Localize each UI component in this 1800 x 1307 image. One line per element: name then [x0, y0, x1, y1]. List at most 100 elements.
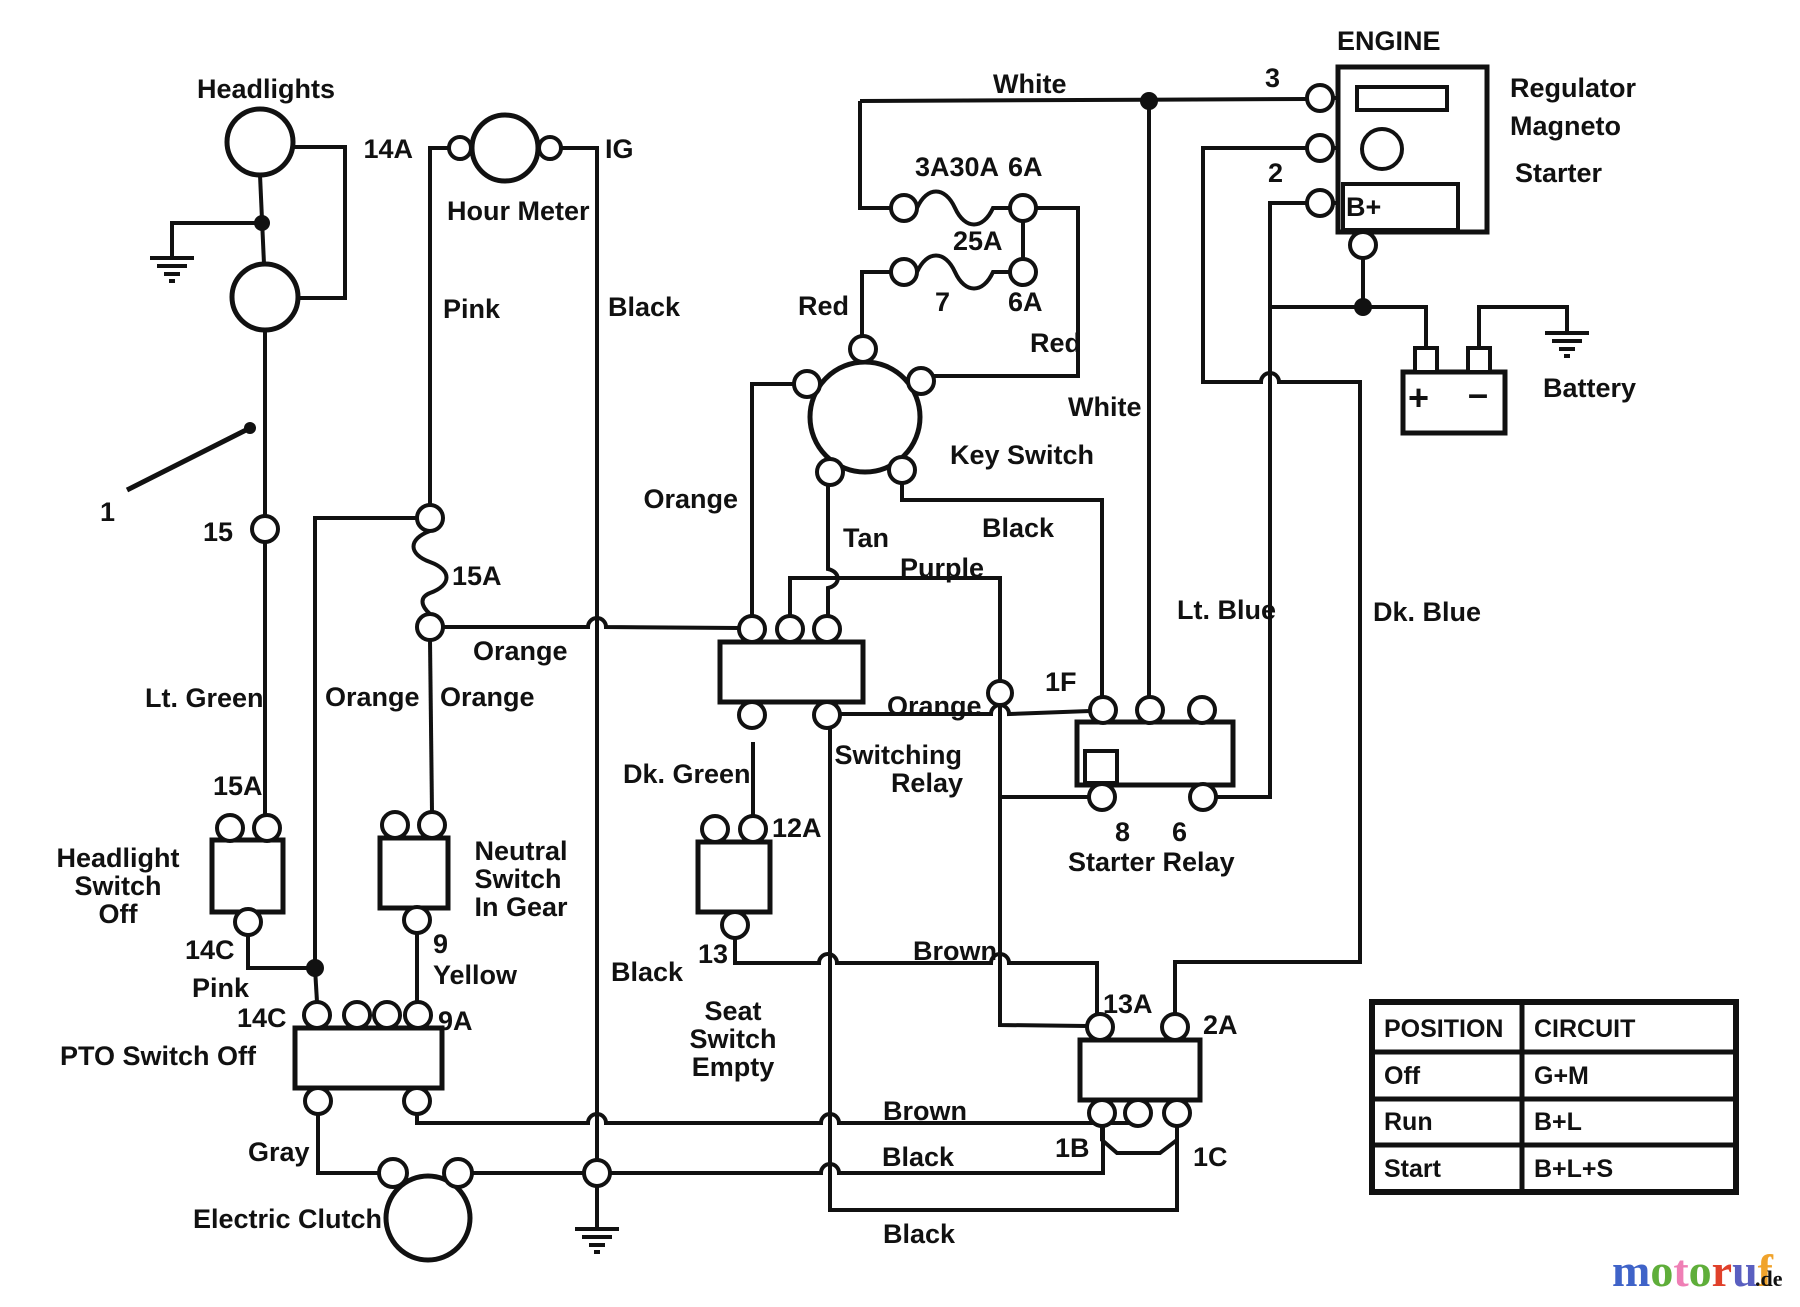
pto-switch-box	[292, 1025, 445, 1091]
bottom-connector-box	[1077, 1037, 1203, 1103]
regulator-box	[1355, 85, 1449, 112]
ground-icon-battery	[1545, 331, 1589, 358]
label-tan: Tan	[843, 523, 889, 553]
terminal-key-lr	[887, 455, 917, 485]
label-hour-meter: Hour Meter	[447, 196, 590, 226]
terminal-pto-bot2	[402, 1086, 432, 1116]
table-cell-bls: B+L+S	[1534, 1155, 1613, 1183]
wire-headlight-ground	[170, 221, 262, 256]
headlight-switch-box	[209, 837, 286, 915]
label-gray: Gray	[248, 1137, 310, 1167]
terminal-ns-left	[380, 810, 410, 840]
table-cell-bl: B+L	[1534, 1108, 1582, 1136]
label-headlight-switch-3: Off	[99, 899, 139, 929]
terminal-hs-left	[215, 813, 245, 843]
label-yellow: Yellow	[433, 960, 518, 990]
starter-box	[1341, 182, 1460, 232]
seat-switch-box	[695, 839, 773, 915]
label-headlight-switch-1: Headlight	[56, 843, 179, 873]
label-3a30a: 3A30A	[915, 152, 999, 182]
label-2a: 2A	[1203, 1010, 1238, 1040]
terminal-seat-bottom	[720, 910, 750, 940]
table-cell-start: Start	[1384, 1155, 1442, 1183]
terminal-swrelay-bot1	[737, 700, 767, 730]
terminal-key-ll	[815, 457, 845, 487]
label-neutral-2: Switch	[474, 864, 561, 894]
battery-post-minus	[1466, 346, 1492, 374]
label-switching-relay-2: Relay	[891, 768, 963, 798]
wire-black-key-to-1f	[900, 483, 1104, 697]
label-14c-hs: 14C	[185, 935, 235, 965]
junction-dots	[254, 92, 1372, 977]
label-headlights: Headlights	[197, 74, 335, 104]
terminal-hm-14a	[447, 135, 473, 161]
wire-tan	[826, 485, 840, 616]
terminal-sr-right	[1187, 695, 1217, 725]
label-14c-pto: 14C	[237, 1003, 287, 1033]
terminal-fuse15a-top	[415, 503, 445, 533]
wire-battery-plus	[1270, 305, 1428, 348]
terminal-key-top	[848, 334, 878, 364]
junction-14c	[306, 959, 324, 977]
magneto-circle	[1360, 127, 1404, 171]
battery-post-plus	[1413, 346, 1439, 374]
label-black-hm: Black	[608, 292, 681, 322]
label-25a: 25A	[953, 226, 1003, 256]
terminal-purple-ring	[986, 679, 1014, 707]
label-bat-minus: –	[1468, 373, 1488, 414]
label-orange-v1: Orange	[325, 682, 420, 712]
wire-white-top	[859, 97, 1308, 103]
label-1c: 1C	[1193, 1142, 1228, 1172]
terminal-seat-right	[738, 814, 768, 844]
label-9: 9	[433, 929, 448, 959]
terminal-seat-left	[700, 814, 730, 844]
label-dk-blue: Dk. Blue	[1373, 597, 1481, 627]
junction-white	[1140, 92, 1158, 110]
terminal-pto-bot1	[303, 1086, 333, 1116]
label-lt-blue: Lt. Blue	[1177, 595, 1276, 625]
terminal-pto-14c	[302, 1000, 332, 1030]
switching-relay-box	[717, 639, 866, 705]
label-black-seat: Black	[611, 957, 684, 987]
wire-headlight-loop	[293, 145, 347, 300]
label-seat-2: Switch	[689, 1024, 776, 1054]
terminal-junction-ring	[582, 1158, 612, 1188]
terminal-swrelay-top3	[812, 614, 842, 644]
table-header-circuit: CIRCUIT	[1534, 1015, 1635, 1043]
pointer-dot	[244, 422, 256, 434]
label-white-mid: White	[1068, 392, 1142, 422]
label-starter-relay: Starter Relay	[1068, 847, 1235, 877]
label-black-mid: Black	[882, 1142, 955, 1172]
wire-black-hourmeter	[561, 146, 599, 1160]
terminal-fuse15a-bottom	[415, 612, 445, 642]
wire-purple-upper	[788, 576, 1002, 681]
wire-dk-blue	[1173, 146, 1362, 1014]
terminal-hm-ig	[537, 135, 563, 161]
wire-gray	[316, 1114, 379, 1175]
wire-orange-key	[750, 382, 794, 616]
terminal-swrelay-bot2	[812, 700, 842, 730]
terminal-conn-1c	[1162, 1098, 1192, 1128]
headlight-lamp-1	[224, 106, 296, 178]
label-orange-v2: Orange	[440, 682, 535, 712]
wire-pink-hourmeter	[428, 146, 449, 505]
table-cell-run: Run	[1384, 1108, 1433, 1136]
wire-brown-bottom	[415, 1112, 1130, 1125]
terminal-sr-mid	[1135, 695, 1165, 725]
wire-battery-minus	[1477, 305, 1569, 348]
label-lt-green: Lt. Green	[145, 683, 264, 713]
label-neutral-1: Neutral	[474, 836, 567, 866]
label-red-right: Red	[1030, 328, 1081, 358]
terminal-conn-mid	[1123, 1098, 1153, 1128]
terminal-sr-8	[1087, 782, 1117, 812]
logo-suffix: .de	[1755, 1266, 1783, 1291]
label-7: 7	[935, 287, 950, 317]
label-neutral-3: In Gear	[474, 892, 568, 922]
terminal-sr-6	[1188, 782, 1218, 812]
wires	[125, 96, 1589, 1254]
label-seat-1: Seat	[704, 996, 761, 1026]
terminal-15	[250, 514, 280, 544]
label-13a: 13A	[1103, 989, 1153, 1019]
label-black-key: Black	[982, 513, 1055, 543]
